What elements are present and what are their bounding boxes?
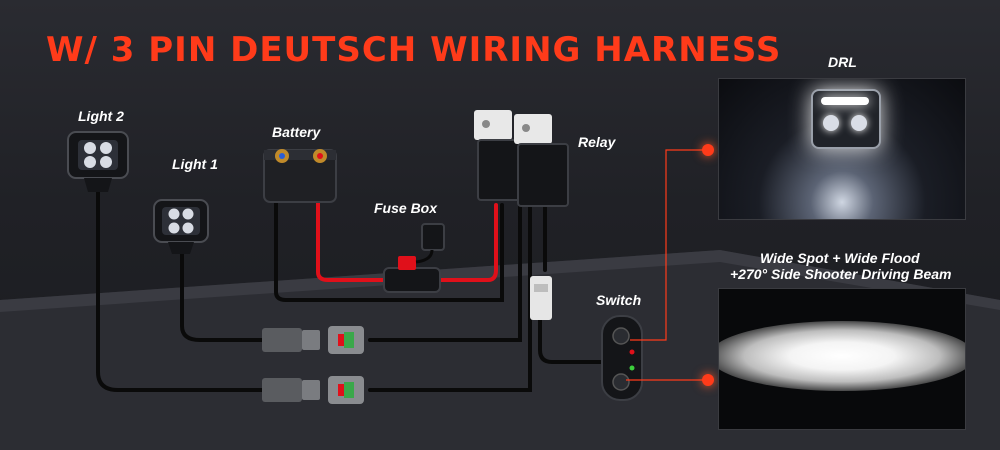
switch-connector-icon (530, 276, 552, 320)
light-1-icon (153, 199, 209, 254)
deutsch-connector-icon (262, 326, 364, 354)
deutsch-connector-icon (262, 376, 364, 404)
beam-photo (718, 288, 966, 430)
fuse-box-label: Fuse Box (374, 200, 438, 216)
drl-photo (718, 78, 966, 220)
switch-icon (601, 315, 643, 401)
relay-icon (474, 110, 569, 207)
light-beam (719, 321, 965, 391)
switch-label: Switch (596, 292, 642, 308)
drl-marker-dot (702, 144, 714, 156)
drl-lamp-icon (811, 89, 881, 149)
fuse-box-icon (383, 223, 445, 293)
light-2-label: Light 2 (78, 108, 124, 124)
wires (96, 180, 607, 392)
battery-icon (263, 149, 337, 203)
beam-label-line2: +270° Side Shooter Driving Beam (730, 266, 952, 282)
leader-lines (626, 149, 704, 381)
beam-marker-dot (702, 374, 714, 386)
page-title: W/ 3 PIN DEUTSCH WIRING HARNESS (46, 30, 782, 70)
light-1-label: Light 1 (172, 156, 218, 172)
relay-label: Relay (578, 134, 616, 150)
light-2-icon (67, 131, 129, 192)
positive-wire (316, 198, 498, 282)
battery-label: Battery (272, 124, 321, 140)
drl-label: DRL (828, 54, 857, 70)
beam-label-line1: Wide Spot + Wide Flood (760, 250, 920, 266)
